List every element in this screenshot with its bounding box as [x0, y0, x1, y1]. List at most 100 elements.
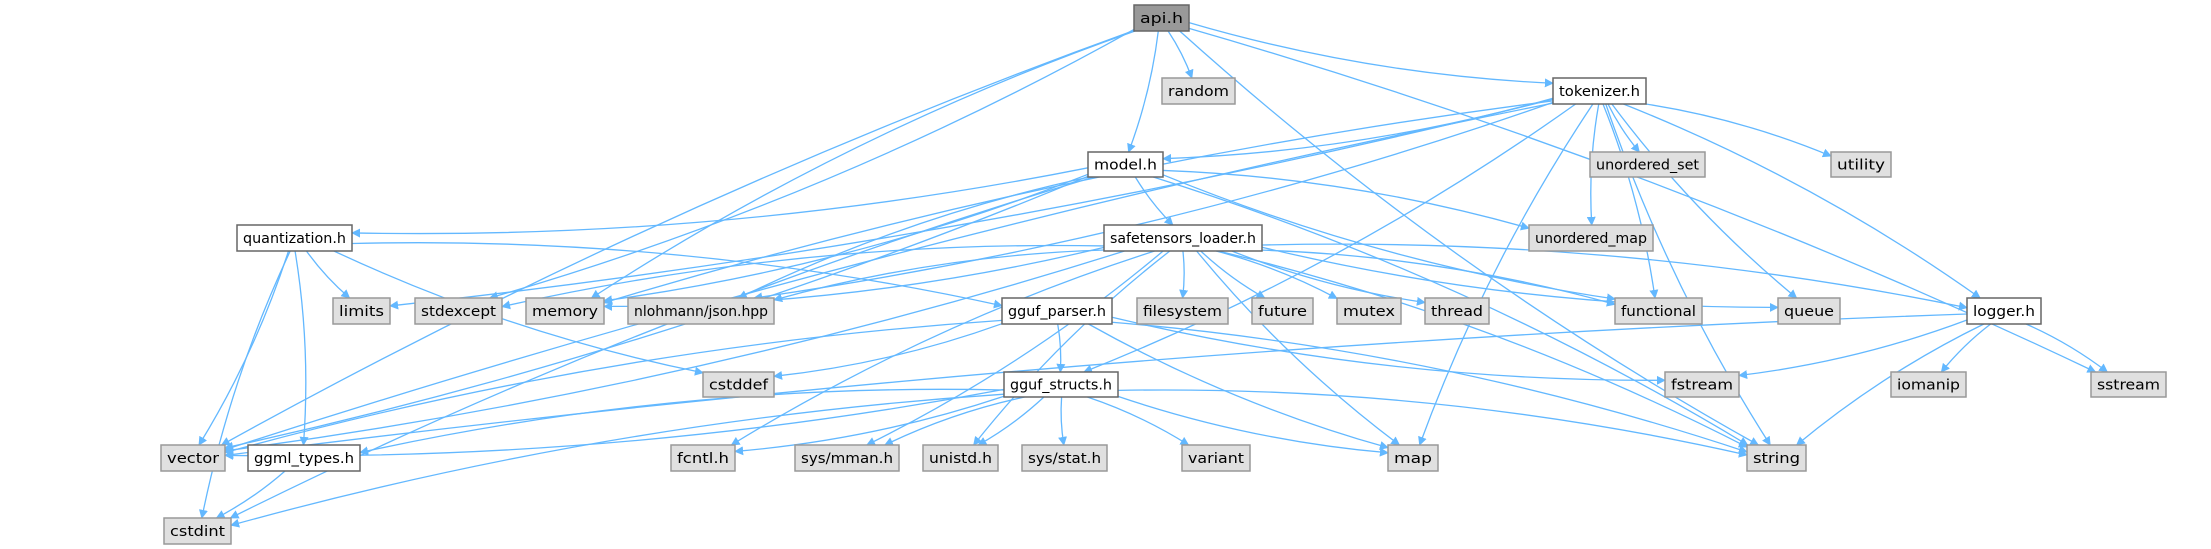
node-box [1777, 297, 1841, 325]
node-box [702, 371, 775, 398]
node-label: future [1258, 304, 1307, 320]
node-quantization[interactable]: quantization.h [236, 224, 353, 252]
node-mutex: mutex [1336, 297, 1402, 325]
node-cstdint: cstdint [163, 517, 232, 545]
node-vector: vector [160, 444, 226, 472]
node-label: logger.h [1973, 304, 2035, 320]
node-label: tokenizer.h [1559, 84, 1640, 100]
edge-safetensors-to-map [1196, 250, 1401, 446]
node-fcntl: fcntl.h [670, 444, 736, 472]
edge-safetensors-to-vector [224, 250, 1125, 455]
node-label: api.h [1140, 11, 1183, 27]
node-unordered_set: unordered_set [1589, 151, 1706, 178]
node-functional: functional [1614, 297, 1703, 325]
node-box [1001, 297, 1113, 325]
node-label: cstdint [170, 524, 226, 540]
edge-ggml_types-to-cstdint [215, 470, 286, 519]
node-box [247, 444, 361, 472]
node-box [1336, 297, 1402, 325]
node-iomanip: iomanip [1890, 371, 1967, 398]
node-string: string [1746, 444, 1807, 472]
node-box [1552, 77, 1647, 105]
node-box [1830, 151, 1892, 178]
node-memory: memory [525, 297, 605, 325]
edge-api-to-vector [220, 29, 1135, 446]
node-box [794, 444, 900, 472]
edge-logger-to-string [1795, 323, 1985, 446]
node-label: sys/stat.h [1028, 451, 1101, 467]
node-box [1181, 444, 1251, 472]
edge-gguf_structs-to-cstdint [230, 393, 1005, 528]
edge-tokenizer-to-model [1162, 97, 1554, 163]
edge-tokenizer-to-map [1418, 103, 1594, 446]
edge-safetensors-to-json [773, 249, 1105, 303]
edge-safetensors-to-filesystem [1179, 250, 1189, 299]
edge-model-to-safetensors [1134, 176, 1174, 226]
node-label: unordered_set [1596, 158, 1700, 174]
edge-tokenizer-to-vector [224, 102, 1554, 452]
node-box [1161, 77, 1236, 105]
node-box [1087, 151, 1164, 178]
node-random: random [1161, 77, 1236, 105]
node-label: thread [1431, 304, 1483, 320]
edge-safetensors-to-thread [1231, 250, 1426, 306]
node-model[interactable]: model.h [1087, 151, 1164, 178]
edges-layer [198, 21, 2109, 528]
node-stdexcept: stdexcept [414, 297, 503, 325]
node-sysstat: sys/stat.h [1021, 444, 1108, 472]
edge-quantization-to-cstddef [333, 250, 704, 376]
edge-gguf_structs-to-fcntl [734, 395, 1005, 456]
edge-api-to-model [1127, 30, 1159, 153]
node-box [1614, 297, 1703, 325]
edge-gguf_structs-to-unistd [977, 396, 1045, 446]
edge-gguf_structs-to-ggml_types [359, 388, 1005, 456]
edge-gguf_structs-to-map [1117, 395, 1389, 457]
node-box [1528, 224, 1654, 252]
node-box [414, 297, 503, 325]
node-safetensors[interactable]: safetensors_loader.h [1103, 224, 1263, 252]
edge-logger-to-vector [224, 313, 1968, 459]
node-logger[interactable]: logger.h [1966, 297, 2042, 325]
node-filesystem: filesystem [1136, 297, 1229, 325]
edge-logger-to-fstream [1738, 319, 1968, 379]
edge-tokenizer-to-functional [1602, 103, 1659, 299]
edge-safetensors-to-future [1200, 250, 1266, 299]
edge-quantization-to-ggml_types [294, 250, 309, 446]
node-label: functional [1621, 304, 1696, 320]
edge-safetensors-to-string [1217, 250, 1748, 448]
edge-logger-to-iomanip [1940, 323, 1992, 373]
edge-api-to-memory [590, 30, 1136, 299]
node-label: string [1753, 451, 1800, 467]
edge-safetensors-to-stdexcept [501, 244, 1105, 310]
node-label: unistd.h [929, 451, 992, 467]
node-unordered_map: unordered_map [1528, 224, 1654, 252]
edge-quantization-to-limits [305, 250, 351, 299]
node-gguf_parser[interactable]: gguf_parser.h [1001, 297, 1113, 325]
node-ggml_types[interactable]: ggml_types.h [247, 444, 361, 472]
node-box [1664, 371, 1740, 398]
node-box [332, 297, 391, 325]
node-variant: variant [1181, 444, 1251, 472]
node-label: sstream [2097, 378, 2160, 394]
node-thread: thread [1424, 297, 1490, 325]
node-label: safetensors_loader.h [1110, 231, 1256, 247]
edge-model-to-json [737, 176, 1090, 299]
node-json: nlohmann/json.hpp [627, 297, 775, 325]
node-unistd: unistd.h [922, 444, 999, 472]
node-box [1003, 371, 1119, 398]
node-box [670, 444, 736, 472]
edge-tokenizer-to-queue [1611, 103, 1798, 299]
node-label: nlohmann/json.hpp [634, 304, 768, 320]
edge-model-to-memory [603, 173, 1089, 305]
node-tokenizer[interactable]: tokenizer.h [1552, 77, 1647, 105]
node-label: mutex [1343, 304, 1395, 320]
node-label: filesystem [1143, 304, 1222, 320]
edge-gguf_parser-to-vector [224, 319, 1003, 455]
edge-safetensors-to-functional [1261, 249, 1616, 307]
node-box [1387, 444, 1439, 472]
node-api[interactable]: api.h [1133, 4, 1190, 32]
node-label: unordered_map [1535, 231, 1647, 247]
node-label: model.h [1094, 158, 1157, 174]
node-box [236, 224, 353, 252]
node-gguf_structs[interactable]: gguf_structs.h [1003, 371, 1119, 398]
